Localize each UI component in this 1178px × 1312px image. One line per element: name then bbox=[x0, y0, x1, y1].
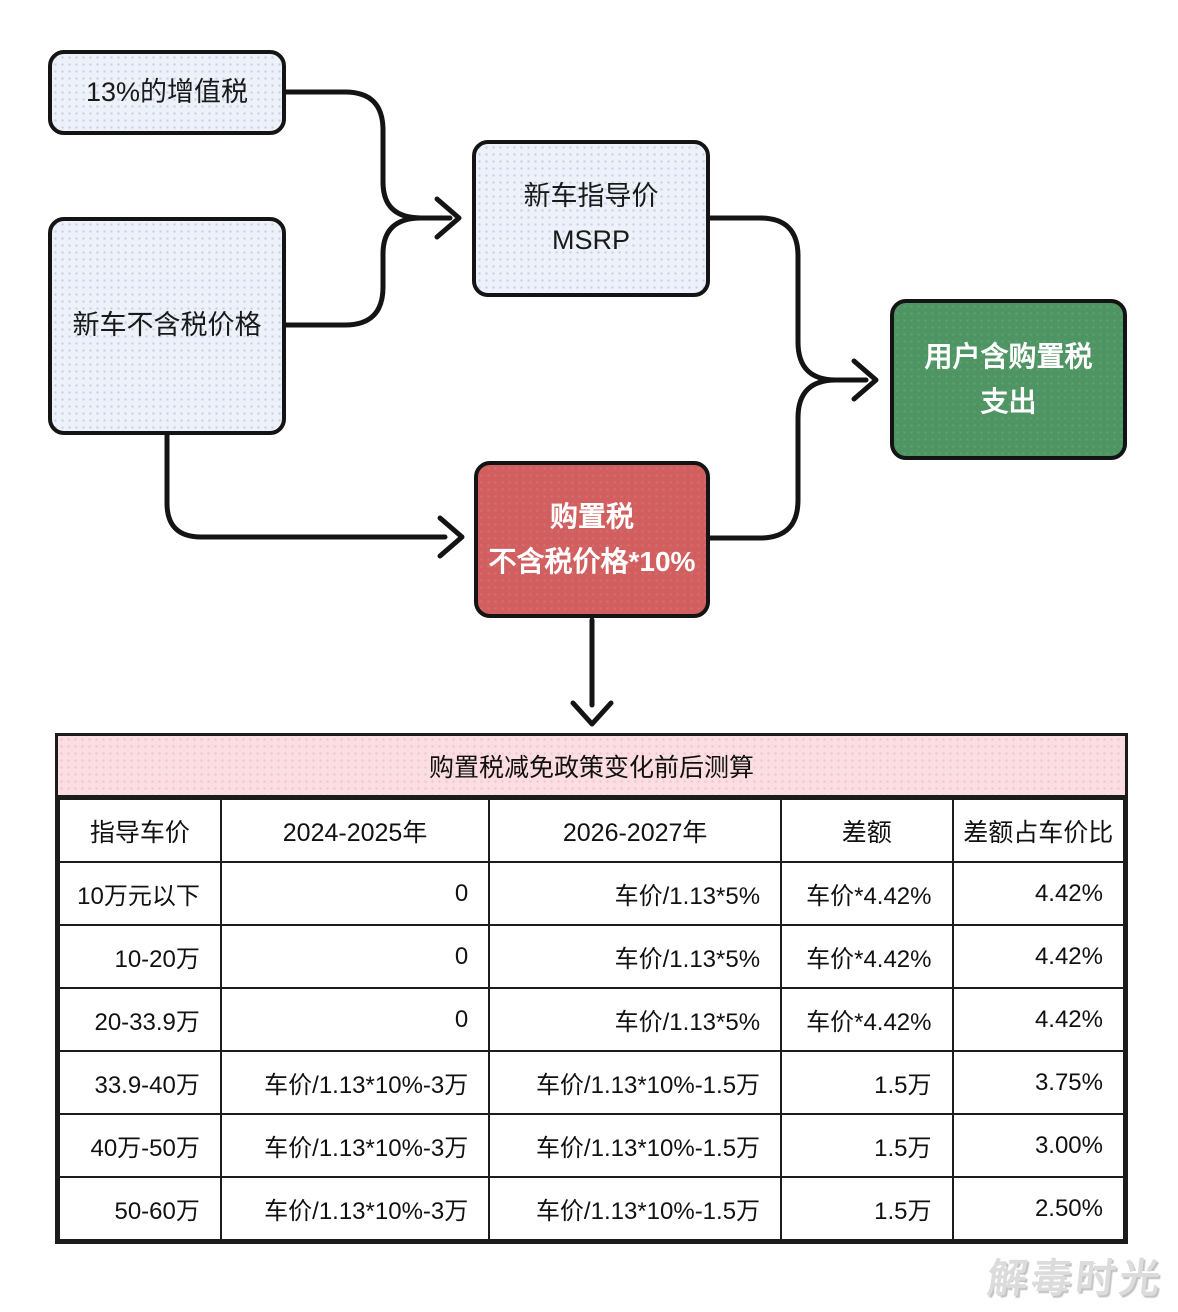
node-total-line2: 支出 bbox=[980, 385, 1037, 417]
table-cell: 车价/1.13*10%-3万 bbox=[219, 1050, 491, 1115]
table-cell: 10-20万 bbox=[58, 924, 222, 989]
table-cell: 车价/1.13*10%-3万 bbox=[219, 1113, 491, 1178]
table-cell: 0 bbox=[219, 861, 491, 926]
node-vat-label: 13%的增值税 bbox=[85, 76, 249, 107]
arrowhead-msrp bbox=[434, 196, 462, 240]
table-title: 购置税减免政策变化前后测算 bbox=[58, 736, 1125, 798]
column-header: 指导车价 bbox=[58, 798, 222, 863]
table-cell: 车价*4.42% bbox=[780, 987, 954, 1052]
table-cell: 车价/1.13*10%-1.5万 bbox=[488, 1113, 783, 1178]
node-tax-line2: 不含税价格*10% bbox=[488, 545, 696, 577]
column-header: 2024-2025年 bbox=[219, 798, 491, 863]
policy-comparison-table: 指导车价 2024-2025年 2026-2027年 差额 差额占车价比 10万… bbox=[58, 798, 1125, 1241]
node-tax-line1: 购置税 bbox=[549, 500, 634, 532]
node-msrp-line1: 新车指导价 bbox=[523, 181, 659, 212]
table-cell: 40万-50万 bbox=[58, 1113, 222, 1178]
node-pretax-price: 新车不含税价格 bbox=[48, 217, 286, 435]
table-cell: 车价/1.13*5% bbox=[488, 861, 783, 926]
column-header: 差额 bbox=[780, 798, 954, 863]
connector-tax-to-total bbox=[706, 377, 839, 541]
arrowhead-table bbox=[570, 700, 614, 727]
column-header: 2026-2027年 bbox=[488, 798, 783, 863]
arrowhead-total bbox=[851, 358, 879, 402]
node-vat-13pct: 13%的增值税 bbox=[48, 50, 286, 135]
table-cell: 车价*4.42% bbox=[780, 861, 954, 926]
table-cell: 0 bbox=[219, 924, 491, 989]
node-purchase-tax: 购置税 不含税价格*10% bbox=[474, 461, 710, 618]
table-cell: 车价*4.42% bbox=[780, 924, 954, 989]
node-msrp-line2: MSRP bbox=[551, 224, 630, 255]
arrowhead-tax bbox=[437, 515, 465, 559]
table-cell: 车价/1.13*10%-1.5万 bbox=[488, 1050, 783, 1115]
table-cell: 0 bbox=[219, 987, 491, 1052]
table-cell: 车价/1.13*10%-1.5万 bbox=[488, 1176, 783, 1241]
table-cell: 3.75% bbox=[951, 1050, 1125, 1115]
connector-msrp-to-total bbox=[706, 215, 839, 383]
table-cell: 20-33.9万 bbox=[58, 987, 222, 1052]
connector-pretax-to-tax bbox=[164, 432, 448, 540]
policy-table: 购置税减免政策变化前后测算 指导车价 2024-2025年 2026-2027年… bbox=[55, 733, 1128, 1244]
table-cell: 1.5万 bbox=[780, 1050, 954, 1115]
table-cell: 1.5万 bbox=[780, 1176, 954, 1241]
table-cell: 4.42% bbox=[951, 924, 1125, 989]
column-header: 差额占车价比 bbox=[951, 798, 1125, 863]
table-cell: 33.9-40万 bbox=[58, 1050, 222, 1115]
table-header-row: 指导车价 2024-2025年 2026-2027年 差额 差额占车价比 bbox=[58, 798, 1125, 863]
node-pretax-label: 新车不含税价格 bbox=[72, 310, 262, 341]
watermark: 解毒时光 bbox=[985, 1257, 1166, 1301]
connector-pretax-to-msrp bbox=[283, 215, 424, 328]
table-cell: 车价/1.13*5% bbox=[488, 924, 783, 989]
table-cell: 车价/1.13*10%-3万 bbox=[219, 1176, 491, 1241]
table-cell: 10万元以下 bbox=[58, 861, 222, 926]
connector-vat-to-msrp bbox=[283, 89, 424, 221]
table-cell: 2.50% bbox=[951, 1176, 1125, 1241]
node-total-line1: 用户含购置税 bbox=[924, 340, 1093, 372]
table-cell: 3.00% bbox=[951, 1113, 1125, 1178]
table-cell: 车价/1.13*5% bbox=[488, 987, 783, 1052]
table-cell: 4.42% bbox=[951, 987, 1125, 1052]
table-cell: 50-60万 bbox=[58, 1176, 222, 1241]
table-cell: 1.5万 bbox=[780, 1113, 954, 1178]
node-msrp: 新车指导价 MSRP bbox=[472, 140, 710, 297]
node-user-total-cost: 用户含购置税 支出 bbox=[890, 299, 1127, 460]
table-cell: 4.42% bbox=[951, 861, 1125, 926]
